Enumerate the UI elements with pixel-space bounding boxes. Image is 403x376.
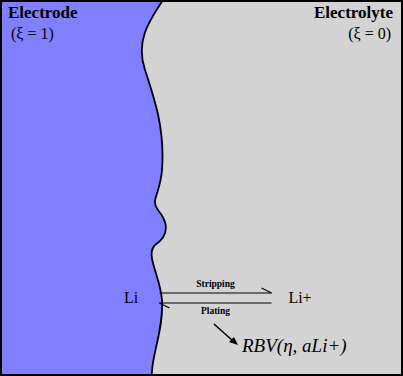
region-fill: [142, 0, 403, 376]
phase-field-value: (ξ = 1): [11, 25, 54, 43]
text-holder: Plating: [200, 306, 231, 317]
text-holder: Electrolyte: [314, 3, 393, 23]
interface-boundary: [142, 0, 166, 376]
text-holder: (ξ = 0): [348, 25, 391, 43]
atom-label: Li+: [288, 289, 311, 307]
arrow-label: Plating: [200, 306, 231, 317]
region-heading: Electrode: [8, 3, 78, 23]
text-holder: Stripping: [195, 279, 236, 290]
region-fill: [0, 0, 166, 376]
atom-label: Li: [124, 289, 138, 307]
text-holder: Electrode: [8, 3, 78, 23]
phase-field-value: (ξ = 0): [348, 25, 391, 43]
text-holder: RBV(η, aLi+): [242, 335, 347, 357]
electrolyte-region: Li+ Electrolyte (ξ = 0): [135, 0, 403, 376]
region-heading: Electrolyte: [314, 3, 393, 23]
arrow-shaft: [159, 292, 271, 293]
rate-expression: RBV(η, aLi+): [242, 335, 347, 357]
arrow-label: Stripping: [195, 279, 236, 290]
region-shape: [135, 0, 403, 376]
arrow-shaft: [159, 302, 271, 303]
text-holder: (ξ = 1): [11, 25, 54, 43]
